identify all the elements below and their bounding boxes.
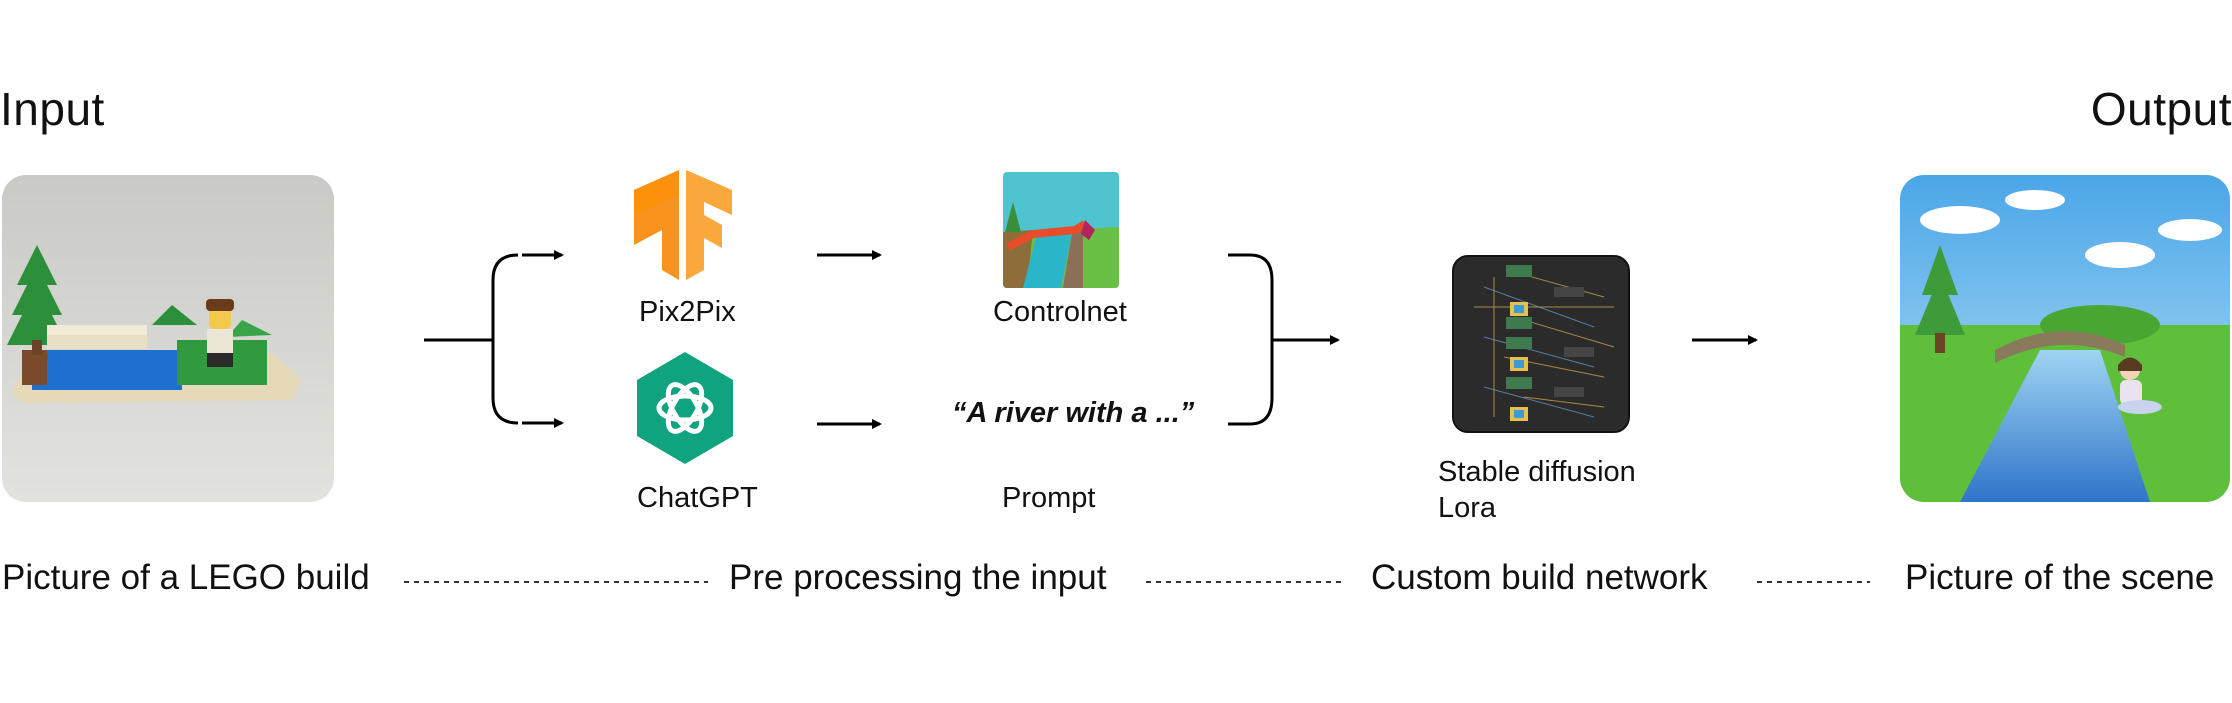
stage-network-caption: Custom build network: [1371, 558, 1708, 597]
prompt-text: “A river with a ...”: [952, 397, 1195, 429]
input-heading: Input: [0, 83, 105, 135]
output-heading: Output: [2090, 83, 2232, 135]
prompt-label: Prompt: [1002, 482, 1096, 514]
generated-scene-photo: [1900, 175, 2230, 502]
tensorflow-icon: [634, 170, 734, 280]
stage-preprocess-caption: Pre processing the input: [729, 558, 1107, 597]
controlnet-label: Controlnet: [993, 296, 1127, 328]
lego-build-photo: [2, 175, 334, 502]
chatgpt-label: ChatGPT: [637, 482, 758, 514]
stage-input-caption: Picture of a LEGO build: [2, 558, 370, 597]
network-label-line1: Stable diffusion: [1438, 456, 1636, 488]
network-label-line2: Lora: [1438, 492, 1497, 524]
controlnet-segmentation-image: [1003, 172, 1119, 288]
stage-output-caption: Picture of the scene: [1905, 558, 2215, 597]
chatgpt-icon: [637, 352, 733, 464]
pix2pix-label: Pix2Pix: [639, 296, 736, 328]
network-graph-image: [1452, 255, 1630, 433]
